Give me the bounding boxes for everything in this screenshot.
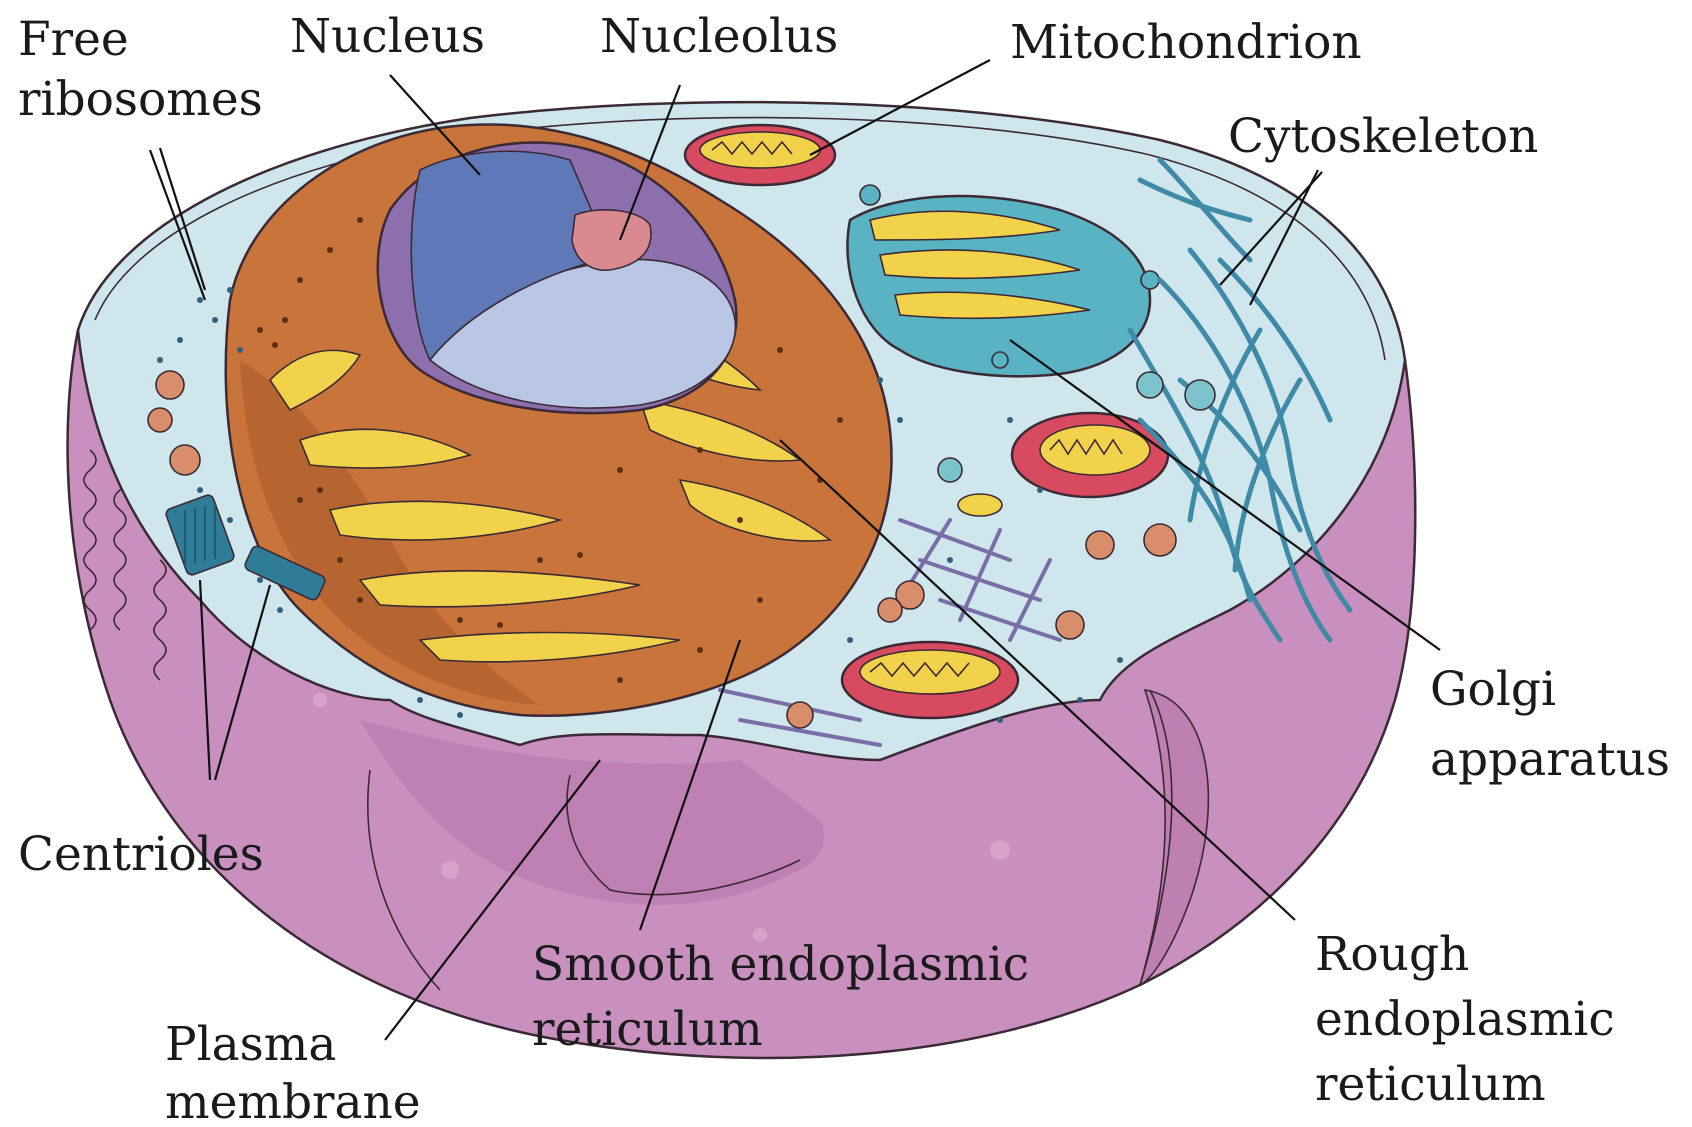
mitochondrion-top [685, 125, 835, 185]
label-plasma-membrane: Plasma membrane [165, 1017, 421, 1127]
label-nucleus: Nucleus [290, 9, 485, 64]
label-centrioles: Centrioles [18, 827, 264, 882]
label-cytoskeleton: Cytoskeleton [1228, 109, 1538, 164]
label-mitochondrion: Mitochondrion [1010, 15, 1362, 70]
mitochondrion-bottom [842, 642, 1018, 718]
label-free-ribosomes: Free ribosomes [18, 12, 263, 127]
label-golgi-apparatus: Golgi apparatus [1430, 662, 1670, 787]
label-rough-er: Rough endoplasmic reticulum [1315, 927, 1630, 1112]
label-nucleolus: Nucleolus [600, 9, 838, 64]
